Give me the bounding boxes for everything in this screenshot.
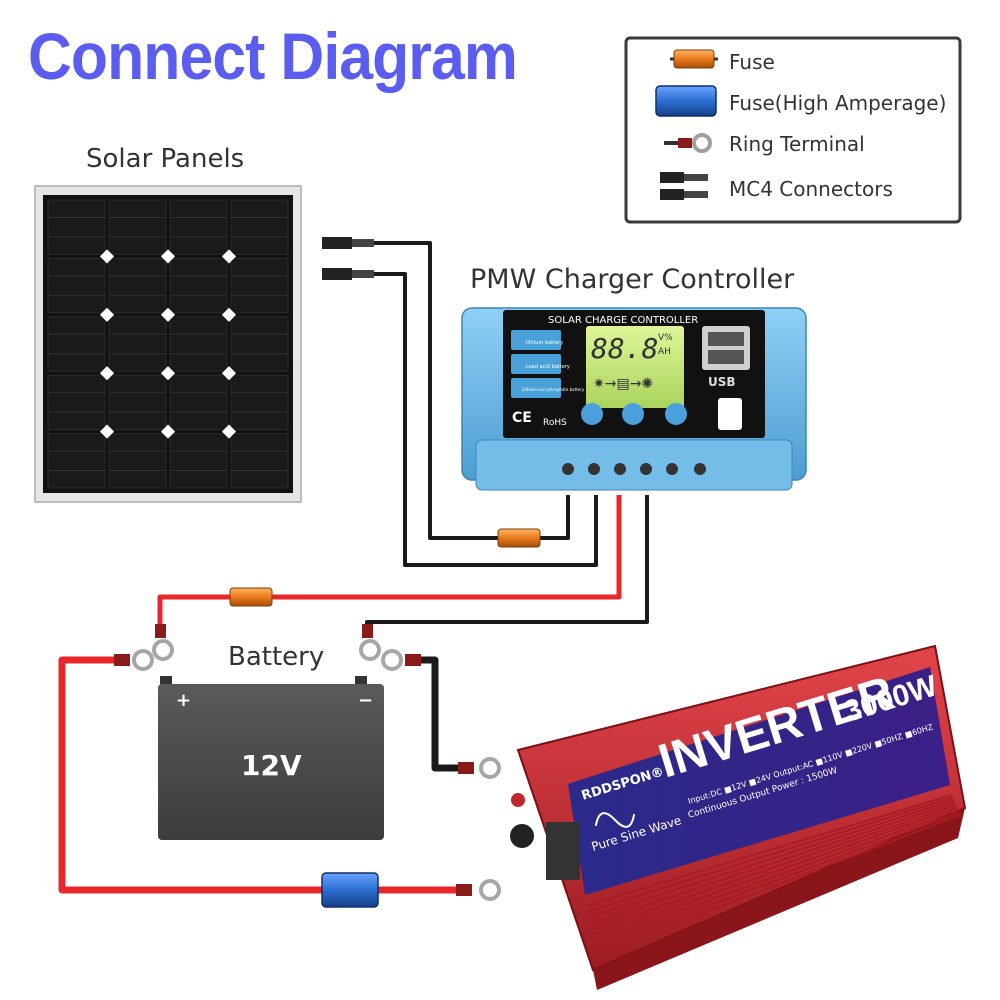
ring-terminal-legend-icon [664, 133, 712, 153]
solar-panels-label: Solar Panels [86, 144, 245, 174]
inverter-rib [590, 804, 957, 931]
lcd-unit-bottom: AH [658, 347, 671, 357]
solar-cell-corner [99, 424, 115, 439]
fuse-solar [497, 528, 541, 548]
solar-cell [230, 433, 289, 489]
solar-cell [169, 257, 228, 314]
solar-cell [108, 199, 167, 255]
battery-positive-label: + [176, 690, 191, 711]
ring-terminals [114, 624, 501, 901]
solar-cell [47, 199, 106, 255]
battery-type-lithium: lithium battery [526, 340, 563, 346]
solar-panel [34, 185, 302, 503]
solar-cell-corner [221, 249, 237, 264]
solar-cell [169, 316, 228, 372]
inverter-rib [592, 811, 960, 950]
controller-header: SOLAR CHARGE CONTROLLER [548, 315, 698, 326]
battery-voltage: 12V [241, 749, 302, 782]
solar-cell [108, 316, 167, 372]
inverter-rib [591, 806, 958, 938]
solar-cell [230, 316, 289, 372]
legend-fuse-label: Fuse [729, 50, 775, 74]
lcd-readout: 88.8 [591, 332, 658, 365]
ce-mark: CE [512, 410, 532, 426]
charge-controller: SOLAR CHARGE CONTROLLER lithium battery … [461, 307, 807, 491]
sine-wave-icon [594, 812, 636, 828]
legend-ring-terminal-label: Ring Terminal [729, 132, 865, 156]
solar-cell-corner [99, 307, 115, 322]
inverter-vents [587, 794, 961, 956]
solar-cell-corner [221, 366, 237, 381]
battery-type-lifepo4: Lithium iron phosphate battery [522, 387, 585, 392]
solar-cell [108, 374, 167, 431]
battery-type-lead-acid: Lead acid battery [526, 364, 570, 370]
solar-cells [47, 199, 289, 489]
controller-menu-button[interactable] [581, 403, 603, 425]
solar-cell [47, 257, 106, 314]
solar-cell [169, 433, 228, 489]
solar-cell-corner [160, 366, 176, 381]
lcd-unit-top: V% [658, 333, 673, 343]
fuse-legend-icon [670, 49, 718, 69]
lcd-flow-icons: ✷→▤→✺ [593, 376, 653, 392]
solar-cell-corner [160, 307, 176, 322]
solar-cell [230, 199, 289, 255]
solar-cell [108, 433, 167, 489]
inverter-rib [589, 801, 956, 925]
controller-label: PMW Charger Controller [470, 264, 795, 295]
solar-cell [47, 316, 106, 372]
solar-cell [230, 257, 289, 314]
solar-cell [169, 199, 228, 255]
legend: Fuse Fuse(High Amperage) Ring Terminal M… [624, 36, 962, 224]
inverter-rib [587, 794, 953, 906]
diagram-title: Connect Diagram [28, 19, 518, 93]
mc4-legend-icon [660, 172, 708, 200]
battery: + − 12V [158, 676, 384, 840]
mc4-connectors [322, 237, 374, 280]
solar-cell-corner [221, 424, 237, 439]
controller-up-button[interactable] [622, 403, 644, 425]
fuse-battery [229, 587, 273, 607]
solar-cell [108, 257, 167, 314]
solar-cell [47, 374, 106, 431]
legend-fuse-high-label: Fuse(High Amperage) [729, 91, 946, 115]
controller-down-button[interactable] [665, 403, 687, 425]
battery-label: Battery [228, 642, 325, 672]
fuse-high-amperage [321, 872, 379, 908]
solar-cell-corner [99, 366, 115, 381]
inverter-rib [593, 814, 961, 956]
battery-negative-label: − [358, 690, 373, 711]
solar-cell [47, 433, 106, 489]
inverter-rib [588, 796, 954, 913]
fuse-high-legend-icon [655, 85, 717, 117]
solar-cell-corner [160, 249, 176, 264]
rohs-mark: RoHS [543, 418, 567, 428]
solar-cell [169, 374, 228, 431]
inverter-rib [592, 809, 959, 944]
controller-terminals [562, 463, 706, 475]
solar-cell-corner [160, 424, 176, 439]
solar-cell [230, 374, 289, 431]
inverter-rib [589, 799, 955, 919]
solar-cell-corner [221, 307, 237, 322]
usb-label: USB [708, 375, 736, 389]
legend-mc4-label: MC4 Connectors [729, 177, 893, 201]
inverter: RDDSPON® INVERTER 3000W Input:DC ■12V ■2… [510, 644, 967, 990]
